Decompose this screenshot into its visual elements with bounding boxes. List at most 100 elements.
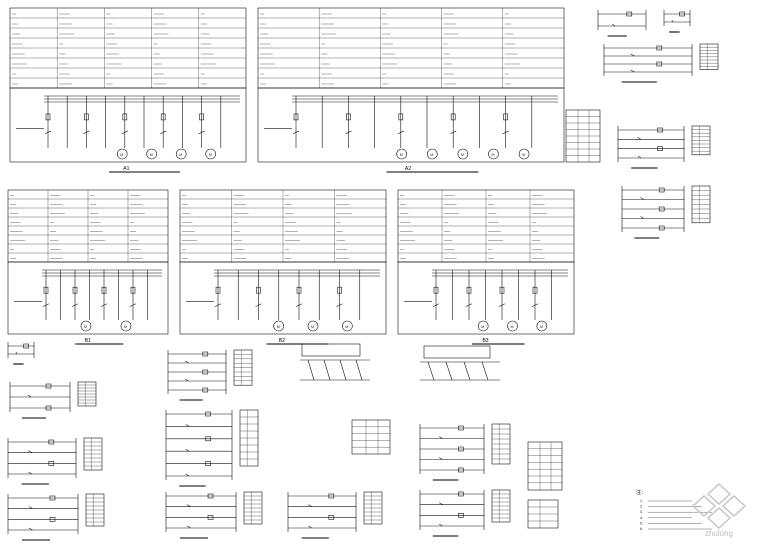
coil	[458, 513, 464, 518]
contact	[27, 394, 32, 398]
coil	[458, 491, 464, 497]
panel-caption: B3	[482, 338, 488, 344]
coil	[656, 45, 663, 51]
breaker-box	[398, 113, 404, 121]
motor-letter: M	[481, 325, 484, 329]
relay-table	[301, 343, 361, 357]
contact	[198, 130, 205, 135]
motor-letter: M	[179, 153, 182, 157]
contact	[637, 155, 642, 159]
relay-table	[423, 345, 491, 359]
motor-symbol	[273, 320, 285, 332]
notes-header: 注：	[636, 489, 646, 496]
coil	[658, 225, 665, 231]
control-bl2	[9, 381, 97, 419]
relay-block-right	[420, 345, 500, 381]
breaker-box	[346, 113, 351, 121]
contact	[129, 303, 137, 307]
diagram-area	[9, 87, 247, 163]
contact	[121, 130, 128, 135]
contact	[640, 197, 644, 200]
motor-letter: M	[461, 153, 464, 157]
coil	[48, 461, 55, 466]
contact	[531, 303, 539, 307]
control-bm4	[287, 491, 383, 539]
control-bm2	[165, 409, 259, 487]
contact	[345, 130, 352, 135]
contact	[292, 130, 300, 135]
motor-letter: M	[277, 325, 280, 329]
contact	[630, 69, 635, 73]
motor-symbol	[457, 148, 469, 160]
breaker-box	[499, 286, 505, 294]
contact	[185, 360, 189, 364]
relay-contact	[445, 361, 453, 381]
contact	[612, 23, 615, 27]
motor-letter: M	[120, 153, 123, 157]
control-r2	[663, 10, 691, 33]
motor-symbol	[205, 148, 216, 160]
contact	[439, 502, 443, 505]
relay-contact	[307, 359, 315, 381]
motor-letter: M	[345, 325, 348, 329]
notes-block: 注：1.2.3.4.5.6.	[636, 489, 712, 531]
coil	[49, 495, 56, 501]
contact	[439, 457, 443, 460]
panel-caption: B1	[85, 338, 91, 344]
watermark-logo: zhulong	[684, 478, 754, 538]
breaker-box	[199, 113, 204, 121]
selector-table	[527, 441, 563, 491]
contact	[83, 130, 90, 135]
coil	[205, 411, 211, 417]
breaker-box	[293, 113, 299, 121]
relay-contact	[339, 359, 347, 381]
contact	[308, 504, 312, 507]
breaker-box	[433, 286, 439, 294]
coil	[328, 493, 335, 499]
contact	[255, 303, 262, 307]
control-bl1	[7, 342, 35, 365]
motor-symbol	[536, 320, 548, 332]
control-br2	[419, 489, 511, 537]
coil	[23, 343, 29, 349]
diagram-area	[179, 261, 387, 335]
coil	[202, 369, 209, 375]
contact	[185, 473, 190, 477]
motor-letter: M	[492, 153, 495, 157]
motor-symbol	[396, 148, 408, 160]
panel-caption: A1	[123, 166, 129, 172]
panel-A1: M M M M A1	[9, 7, 247, 173]
coil	[658, 206, 665, 212]
note-number: 2.	[640, 505, 643, 509]
contact	[185, 448, 190, 452]
relay-contact	[463, 361, 471, 381]
contact	[640, 216, 644, 219]
motor-letter: M	[511, 325, 514, 329]
coil	[328, 515, 335, 520]
note-number: 3.	[640, 510, 643, 514]
contact	[336, 303, 343, 307]
motor-letter: M	[209, 153, 212, 157]
control-r4	[617, 125, 711, 169]
motor-letter: M	[150, 153, 153, 157]
motor-letter: M	[522, 153, 525, 157]
breaker-box	[256, 286, 261, 294]
control-r1	[597, 10, 647, 37]
diagram-area	[397, 261, 575, 335]
motor-symbol	[307, 320, 319, 332]
contact	[214, 303, 222, 307]
contact	[15, 351, 18, 355]
breaker-box	[503, 113, 508, 121]
motor-letter: M	[124, 325, 127, 329]
coil	[205, 461, 211, 466]
contact	[44, 130, 52, 135]
coil	[205, 436, 211, 442]
coil	[658, 187, 665, 193]
control-bm3	[165, 491, 263, 539]
note-number: 6.	[640, 527, 643, 531]
coil	[656, 61, 663, 67]
control-r3	[603, 43, 719, 83]
